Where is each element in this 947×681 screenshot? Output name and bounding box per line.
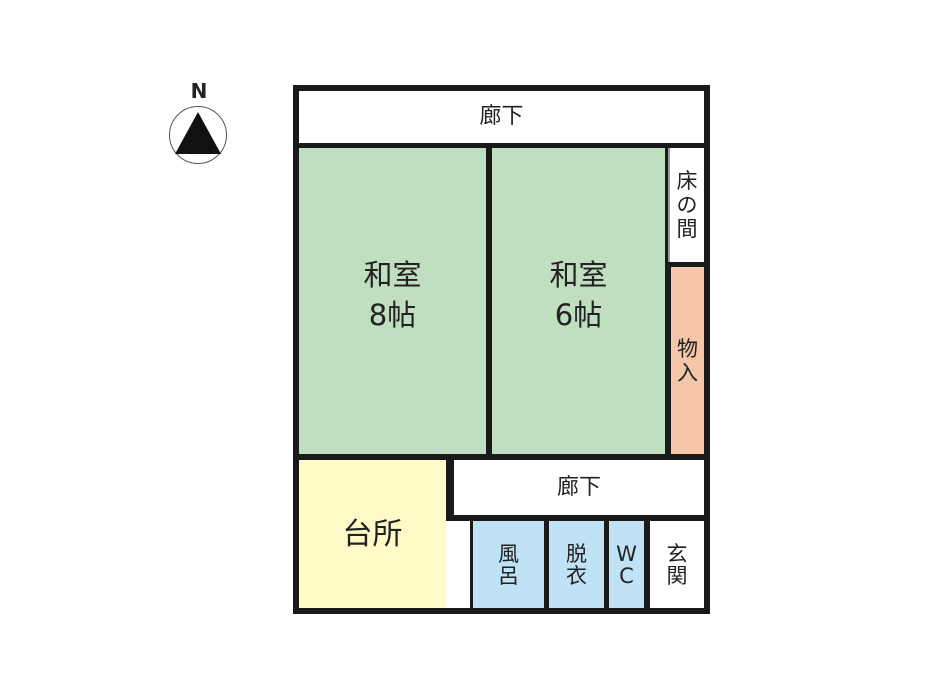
room-label: 物 入 <box>677 336 698 385</box>
room-size: 6帖 <box>554 298 603 332</box>
room-label: W C <box>616 541 637 588</box>
room-corridor-top: 廊下 <box>299 91 704 143</box>
floor-plan: 廊下 和室 8帖 和室 6帖 床 の 間 物 入 台所 廊下 <box>293 85 710 614</box>
room-washitsu-6: 和室 6帖 <box>492 148 665 454</box>
room-label: 風 呂 <box>498 541 519 588</box>
room-name: 和室 <box>549 258 608 292</box>
compass: N <box>168 80 230 168</box>
wall-gap <box>446 521 470 608</box>
room-bath: 風 呂 <box>473 521 544 608</box>
room-name: 和室 <box>363 258 422 292</box>
room-corridor-mid: 廊下 <box>454 460 704 515</box>
room-entrance: 玄 関 <box>650 521 704 608</box>
room-label: 廊下 <box>479 104 524 129</box>
room-dressing: 脱 衣 <box>549 521 604 608</box>
room-label: 床 の 間 <box>676 169 698 241</box>
room-label: 廊下 <box>556 474 601 500</box>
room-label: 脱 衣 <box>566 541 587 588</box>
room-washitsu-8: 和室 8帖 <box>299 148 486 454</box>
room-label: 台所 <box>342 517 403 552</box>
north-arrow-icon <box>175 112 221 154</box>
room-wc: W C <box>609 521 644 608</box>
north-label: N <box>190 79 208 103</box>
room-kitchen: 台所 <box>299 460 446 608</box>
room-tokonoma: 床 の 間 <box>668 148 704 262</box>
room-storage: 物 入 <box>671 267 704 454</box>
compass-ring <box>169 106 227 164</box>
room-size: 8帖 <box>368 298 417 332</box>
room-label: 玄 関 <box>666 541 688 588</box>
